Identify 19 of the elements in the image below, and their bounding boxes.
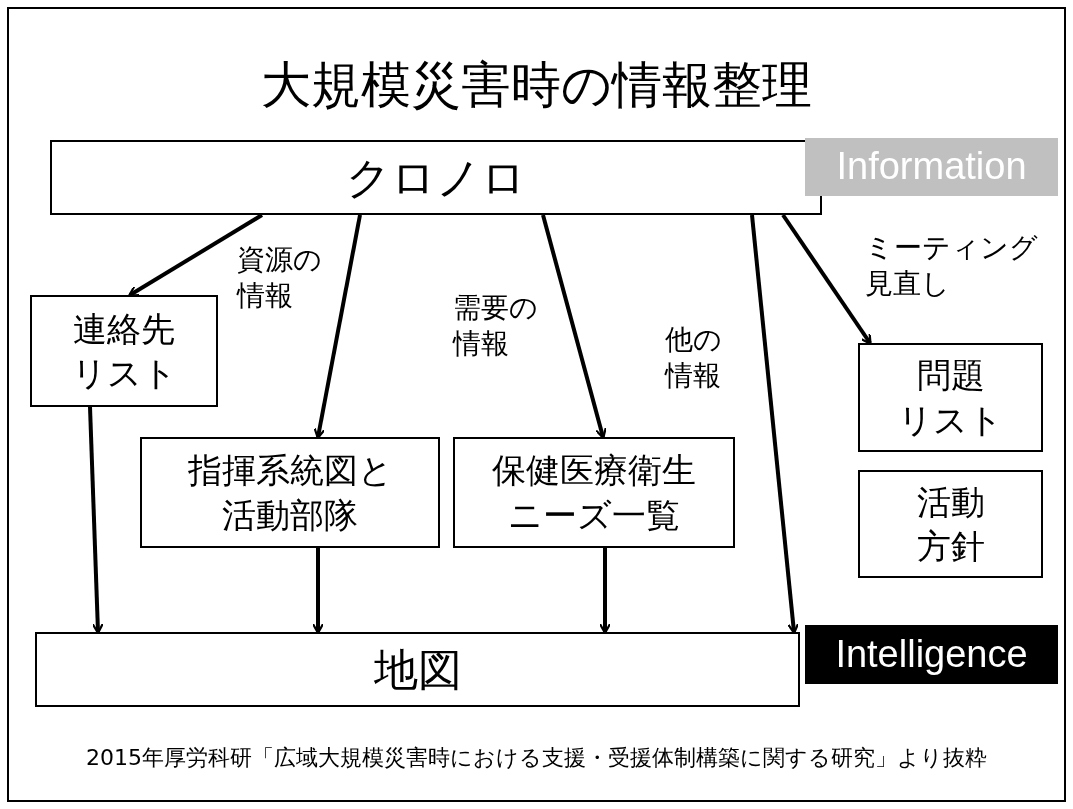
title: 大規模災害時の情報整理 — [260, 55, 813, 116]
tag-box: Information — [805, 138, 1058, 196]
arrow — [128, 213, 264, 297]
caption: 2015年厚労科研「広域大規模災害時における支援・受援体制構築に関する研究」より抜粋 — [85, 744, 988, 772]
arrow — [598, 548, 612, 635]
arrow — [88, 406, 104, 635]
process-box: クロノロ — [50, 140, 822, 215]
process-box: 地図 — [35, 632, 800, 707]
arrow — [313, 214, 362, 440]
process-box: 問題リスト — [858, 343, 1043, 452]
arrow — [750, 214, 800, 635]
process-box: 指揮系統図と活動部隊 — [140, 437, 440, 548]
arrow — [541, 214, 607, 440]
process-box: 活動方針 — [858, 470, 1043, 578]
process-box: 連絡先リスト — [30, 295, 218, 407]
tag-box: Intelligence — [805, 625, 1058, 684]
process-box: 保健医療衛生ニーズ一覧 — [453, 437, 735, 548]
arrow — [781, 213, 872, 345]
arrow — [311, 548, 325, 635]
